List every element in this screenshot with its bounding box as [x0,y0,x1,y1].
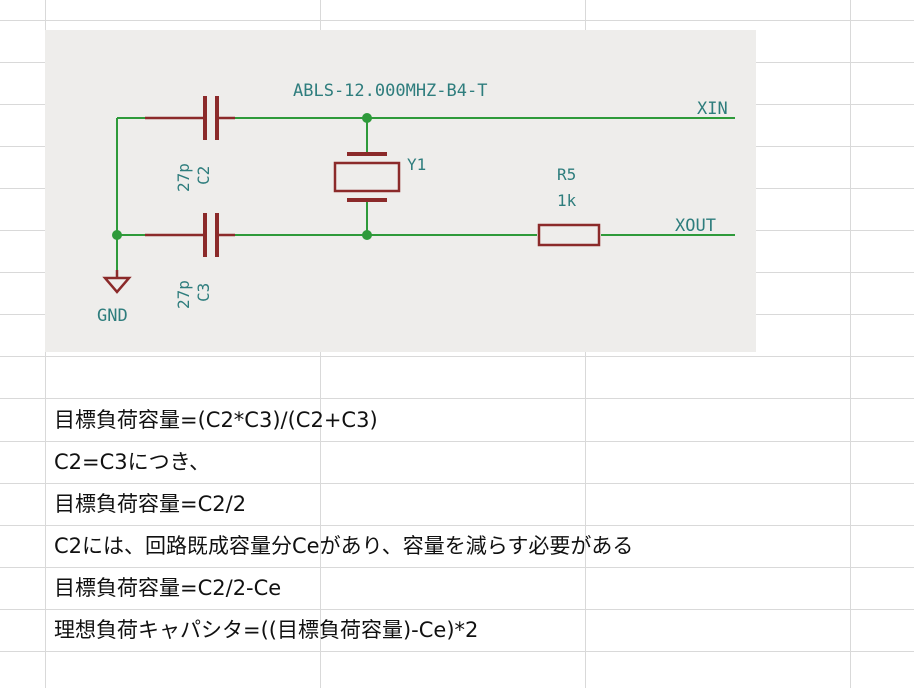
wires [116,117,735,270]
grid-line [0,441,914,442]
grid-line [0,651,914,652]
schematic-image[interactable]: ABLS-12.000MHZ-B4-T Y1 R5 1k XIN XOUT GN… [45,30,756,352]
grid-line [850,0,851,688]
capacitor-c3 [145,213,235,257]
net-label-gnd: GND [97,306,128,326]
gnd-symbol [102,270,132,294]
c2-value-label: 27p [174,163,193,192]
c3-value-label: 27p [174,280,193,309]
cell-text-row[interactable]: 目標負荷容量=(C2*C3)/(C2+C3) [54,408,378,432]
cell-text-row[interactable]: C2には、回路既成容量分Ceがあり、容量を減らす必要がある [54,534,634,558]
grid-line [0,20,914,21]
crystal-ref-label: Y1 [407,155,426,174]
r5-value-label: 1k [557,191,577,210]
cell-text-row[interactable]: 目標負荷容量=C2/2-Ce [54,576,282,600]
net-label-xin: XIN [697,99,728,119]
c3-ref-label: C3 [194,283,213,302]
cell-text-row[interactable]: 目標負荷容量=C2/2 [54,492,247,516]
c2-ref-label: C2 [194,166,213,185]
resistor-r5 [537,223,601,247]
grid-line [0,483,914,484]
cell-text-row[interactable]: 理想負荷キャパシタ=((目標負荷容量)-Ce)*2 [54,618,479,642]
cell-text-row[interactable]: C2=C3につき、 [54,450,211,474]
grid-line [0,567,914,568]
junction-dot [362,230,372,240]
capacitor-c2 [145,96,235,140]
net-label-xout: XOUT [675,216,716,236]
grid-line [0,609,914,610]
grid-line [0,398,914,399]
grid-line [0,525,914,526]
crystal-y1 [333,152,401,202]
grid-line [0,356,914,357]
junction-dot [362,113,372,123]
crystal-part-label: ABLS-12.000MHZ-B4-T [293,81,487,101]
junction-dot [112,230,122,240]
r5-ref-label: R5 [557,165,576,184]
